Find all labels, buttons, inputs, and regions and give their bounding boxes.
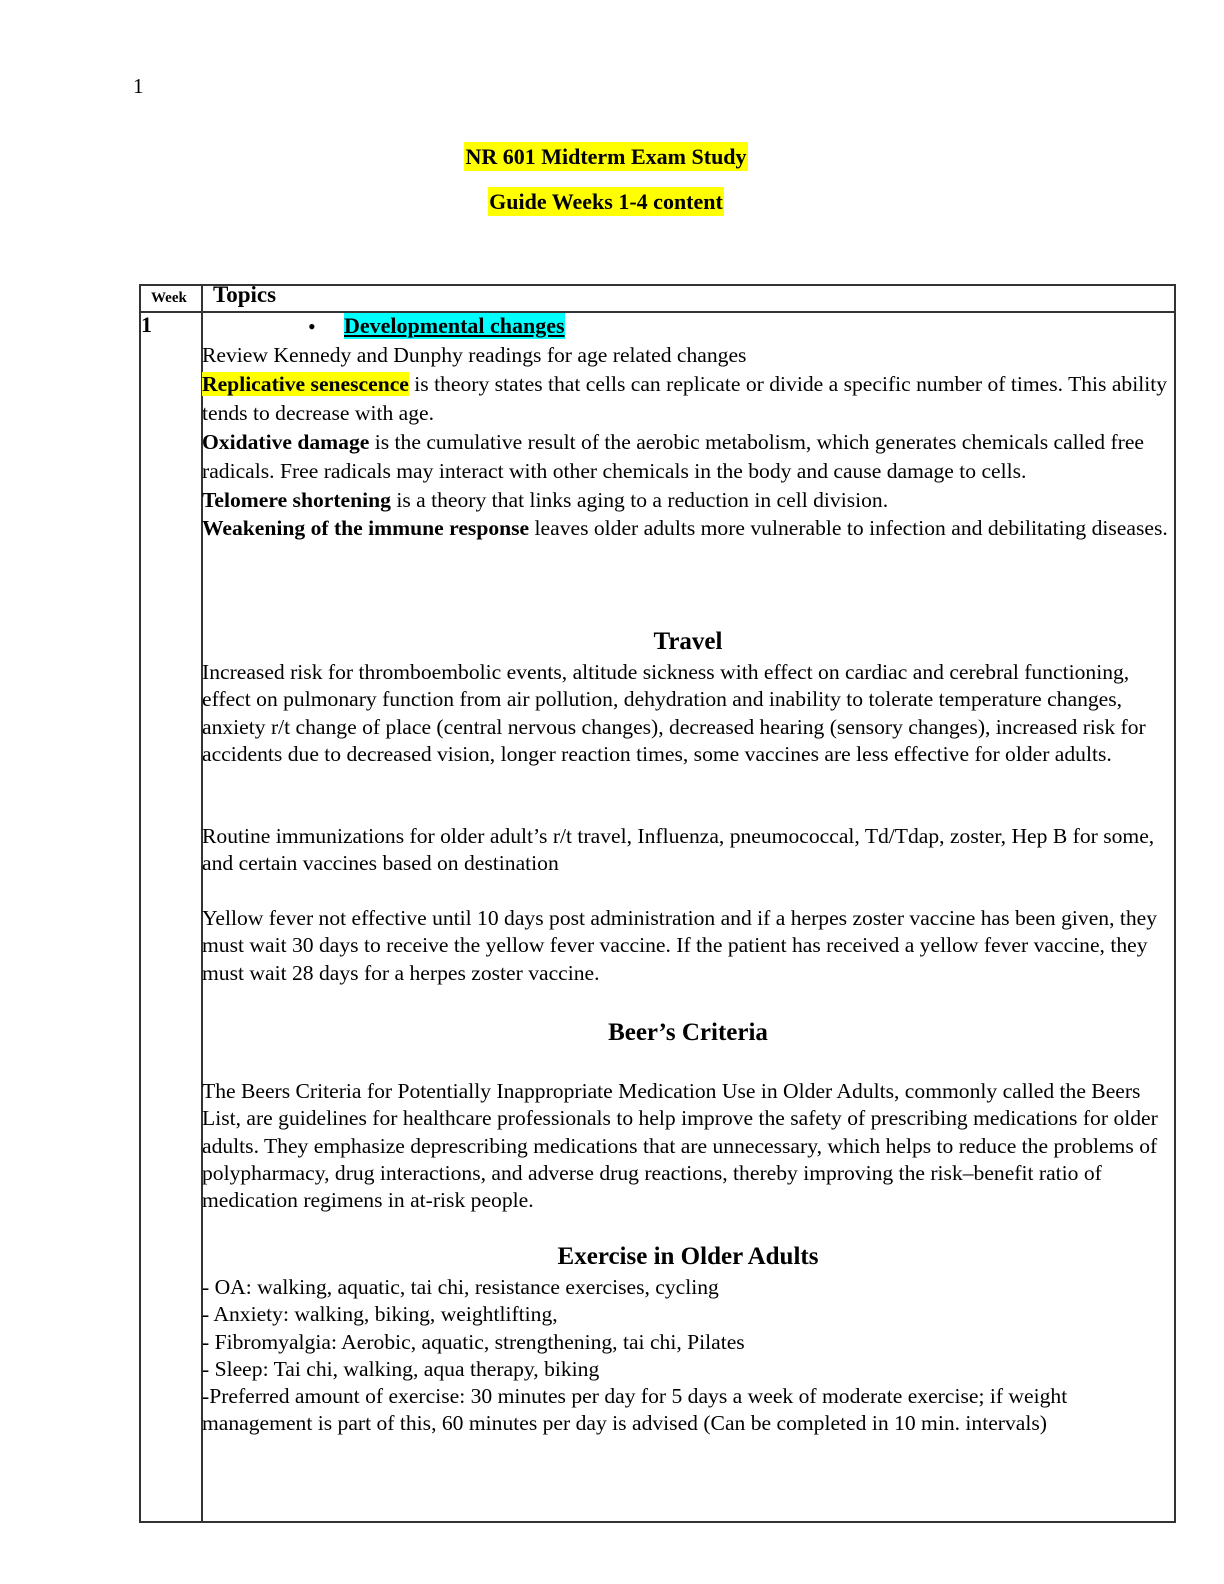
exercise-heading: Exercise in Older Adults — [557, 1243, 819, 1270]
week-number: 1 — [141, 312, 152, 337]
header-topics: Topics — [213, 282, 277, 307]
theory-term: Weakening of the immune response — [202, 516, 530, 540]
column-divider — [201, 286, 203, 1521]
developmental-section: Review Kennedy and Dunphy readings for a… — [202, 341, 1174, 542]
beers-heading: Beer’s Criteria — [608, 1019, 768, 1046]
exercise-item: - Sleep: Tai chi, walking, aqua therapy,… — [202, 1356, 600, 1381]
title-line-1: NR 601 Midterm Exam Study — [0, 142, 1212, 171]
theory-replicative: Replicative senescence is theory states … — [202, 370, 1174, 428]
bullet-icon: • — [308, 314, 316, 339]
header-divider — [141, 311, 1174, 313]
header-week: Week — [151, 290, 187, 306]
theory-text: is theory states that cells can replicat… — [202, 372, 1168, 425]
theory-term: Oxidative damage — [202, 430, 370, 454]
theory-text: leaves older adults more vulnerable to i… — [529, 516, 1168, 540]
exercise-list: - OA: walking, aquatic, tai chi, resista… — [202, 1274, 1174, 1438]
exercise-item: - Fibromyalgia: Aerobic, aquatic, streng… — [202, 1329, 745, 1354]
theory-text: is the cumulative result of the aerobic … — [202, 430, 1145, 483]
developmental-changes-heading: Developmental changes — [344, 313, 565, 339]
title-line-2: Guide Weeks 1-4 content — [0, 187, 1212, 216]
title-text: NR 601 Midterm Exam Study — [464, 142, 748, 171]
theory-text: is a theory that links aging to a reduct… — [390, 488, 889, 512]
intro-text: Review Kennedy and Dunphy readings for a… — [202, 343, 747, 367]
content-table — [139, 284, 1176, 1523]
travel-heading: Travel — [653, 628, 723, 655]
page-number: 1 — [133, 74, 144, 98]
theory-term: Replicative senescence — [202, 372, 409, 396]
theory-term: Telomere shortening — [202, 488, 391, 512]
theory-immune: Weakening of the immune response leaves … — [202, 514, 1174, 542]
travel-paragraph-2: Routine immunizations for older adult’s … — [202, 824, 1155, 876]
beers-paragraph: The Beers Criteria for Potentially Inapp… — [202, 1079, 1158, 1213]
theory-telomere: Telomere shortening is a theory that lin… — [202, 486, 1174, 514]
exercise-item: -Preferred amount of exercise: 30 minute… — [202, 1384, 1068, 1436]
exercise-item: - Anxiety: walking, biking, weightliftin… — [202, 1302, 558, 1327]
exercise-item: - OA: walking, aquatic, tai chi, resista… — [202, 1275, 719, 1299]
theory-oxidative: Oxidative damage is the cumulative resul… — [202, 428, 1174, 486]
travel-paragraph-3: Yellow fever not effective until 10 days… — [202, 906, 1158, 985]
travel-paragraph-1: Increased risk for thromboembolic events… — [202, 660, 1146, 766]
title-text: Guide Weeks 1-4 content — [488, 187, 724, 216]
